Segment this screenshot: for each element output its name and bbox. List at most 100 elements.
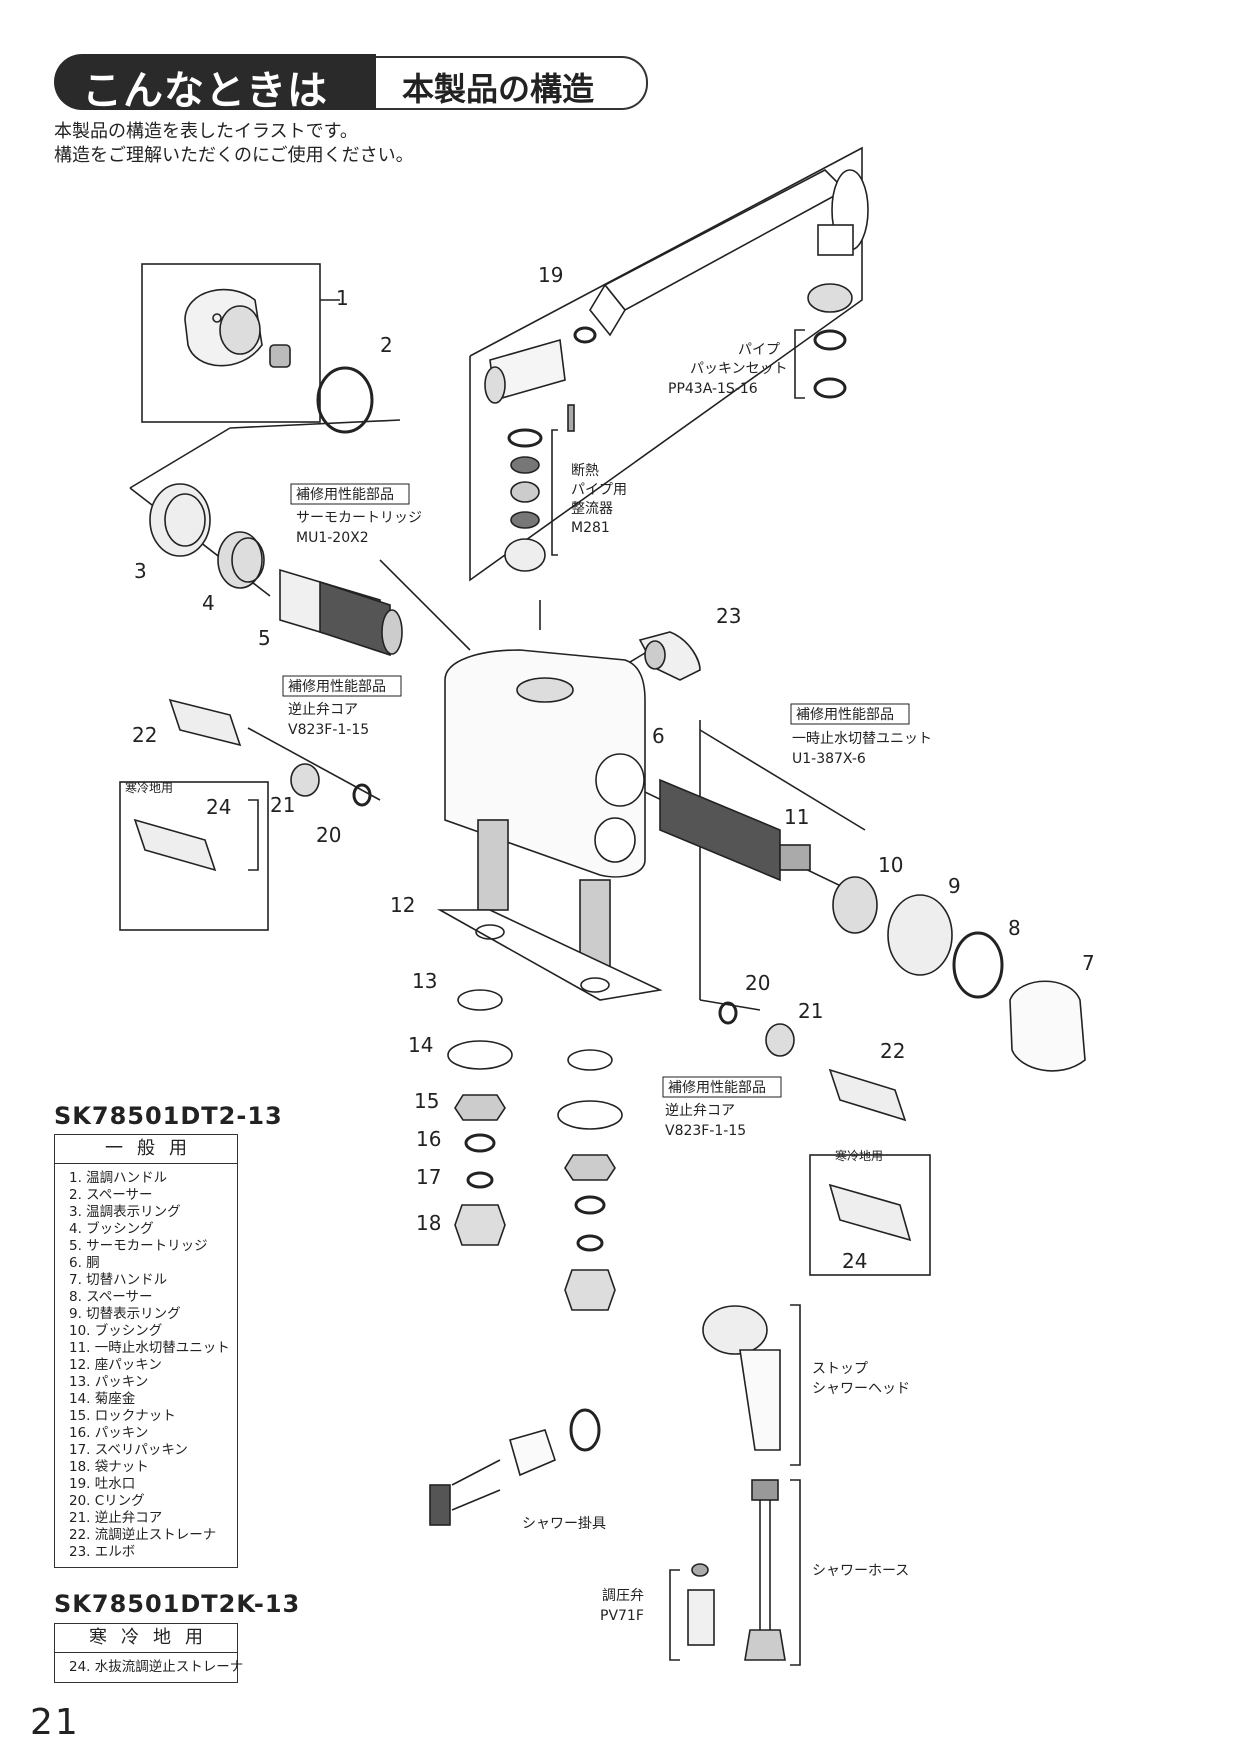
check-valve-code-1: V823F-1-15 [288, 722, 369, 738]
callout-6: 6 [652, 724, 665, 748]
thermo-label: サーモカートリッジ [296, 510, 422, 526]
pipe-packing-label-2: パッキンセット [690, 361, 788, 377]
cold-frame-right [809, 1154, 931, 1276]
aerator-icon [504, 404, 575, 572]
general-part-row: 23. エルボ [69, 1544, 136, 1560]
callout-10: 10 [878, 853, 903, 877]
cold-part-row: 24. 水抜流調逆止ストレーナ [69, 1659, 244, 1675]
callout-24: 24 [206, 795, 231, 819]
bracket [551, 429, 558, 556]
shower-hose-icon [744, 1479, 786, 1661]
right-fitting-stack [557, 1049, 623, 1311]
pipe-packing-icon [807, 283, 853, 399]
pipe-packing-code: PP43A-1S-16 [668, 381, 758, 397]
seat-hole [580, 977, 610, 993]
callout-3: 3 [134, 559, 147, 583]
repair-tag-2: 補修用性能部品 [288, 679, 386, 695]
repair-tag-1: 補修用性能部品 [296, 487, 394, 503]
general-part-row: 19. 吐水口 [69, 1476, 136, 1492]
temp-ring-icon [149, 483, 211, 557]
spacer-ring-2-icon [952, 931, 1004, 999]
spout-frame [469, 146, 863, 582]
general-part-row: 4. ブッシング [69, 1221, 154, 1237]
general-part-row: 6. 胴 [69, 1255, 100, 1271]
left-fitting-stack [447, 989, 513, 1246]
spout-icon [484, 169, 869, 404]
shower-holder-icon [429, 1408, 601, 1526]
callout-21b: 21 [798, 999, 823, 1023]
general-part-row: 21. 逆止弁コア [69, 1510, 163, 1526]
cold-frame-left [119, 781, 269, 931]
repair-tag-4: 補修用性能部品 [668, 1080, 766, 1096]
section-header: こんなときは 本製品の構造 [54, 54, 664, 114]
repair-tag-box [290, 483, 410, 505]
switch-unit-icon [659, 778, 811, 882]
callout-16: 16 [416, 1127, 441, 1151]
shower-head-label-2: シャワーヘッド [812, 1381, 910, 1397]
title-box: 本製品の構造 [376, 56, 648, 110]
general-part-row: 5. サーモカートリッジ [69, 1238, 208, 1254]
check-valve-code-2: V823F-1-15 [665, 1123, 746, 1139]
general-part-row: 7. 切替ハンドル [69, 1272, 168, 1288]
cold-table-header: 寒冷地用 [55, 1624, 237, 1653]
general-part-row: 22. 流調逆止ストレーナ [69, 1527, 217, 1543]
general-part-row: 11. 一時止水切替ユニット [69, 1340, 230, 1356]
thermo-handle-icon [184, 288, 291, 368]
guide-line [379, 559, 471, 651]
callout-11: 11 [784, 805, 809, 829]
shower-holder-label: シャワー掛具 [522, 1516, 606, 1532]
switch-unit-label: 一時止水切替ユニット [792, 731, 932, 747]
callout-20b: 20 [745, 971, 770, 995]
general-part-row: 13. パッキン [69, 1374, 149, 1390]
section-pill: こんなときは [54, 54, 376, 114]
general-part-row: 20. Cリング [69, 1493, 145, 1509]
callout-14: 14 [408, 1033, 433, 1057]
general-part-row: 3. 温調表示リング [69, 1204, 181, 1220]
callout-12: 12 [390, 893, 415, 917]
aerator-code: M281 [571, 520, 610, 536]
guide-line [129, 427, 231, 489]
pressure-valve-icon [687, 1563, 715, 1646]
bracket [790, 1479, 801, 1666]
switch-unit-code: U1-387X-6 [792, 751, 866, 767]
pressure-valve-code: PV71F [600, 1608, 644, 1624]
elbow-icon [638, 631, 701, 681]
bracket [248, 799, 259, 871]
seat-packing-icon [436, 909, 663, 1001]
guide-line [699, 999, 761, 1011]
general-part-row: 18. 袋ナット [69, 1459, 149, 1475]
callout-2: 2 [380, 333, 393, 357]
general-part-row: 12. 座パッキン [69, 1357, 162, 1373]
repair-tag-box [282, 675, 402, 697]
bracket [790, 1304, 801, 1466]
check-valve-label-2: 逆止弁コア [665, 1103, 735, 1119]
callout-19: 19 [538, 263, 563, 287]
callout-13: 13 [412, 969, 437, 993]
repair-tag-box [662, 1076, 782, 1098]
callout-9: 9 [948, 874, 961, 898]
general-part-row: 9. 切替表示リング [69, 1306, 181, 1322]
section-label: こんなときは [82, 68, 328, 114]
intro-line-2: 構造をご理解いただくのにご使用ください。 [54, 145, 414, 166]
thermo-cartridge-icon [279, 568, 403, 657]
bushing-icon [217, 531, 265, 589]
aerator-label-2: パイプ用 [571, 482, 627, 498]
aerator-label-3: 整流器 [571, 501, 613, 517]
check-valve-label-1: 逆止弁コア [288, 702, 358, 718]
cold-model-name: SK78501DT2K-13 [54, 1590, 301, 1618]
guide-line [229, 419, 401, 429]
shower-head-icon [702, 1305, 781, 1451]
general-part-row: 14. 菊座金 [69, 1391, 136, 1407]
callout-23: 23 [716, 604, 741, 628]
pressure-valve-label: 調圧弁 [602, 1588, 644, 1604]
callout-17: 17 [416, 1165, 441, 1189]
callout-22b: 22 [880, 1039, 905, 1063]
handle-frame [141, 263, 321, 423]
page-number: 21 [30, 1702, 80, 1743]
aerator-label-1: 断熱 [571, 463, 599, 479]
faucet-body-icon [444, 649, 646, 971]
callout-22: 22 [132, 723, 157, 747]
